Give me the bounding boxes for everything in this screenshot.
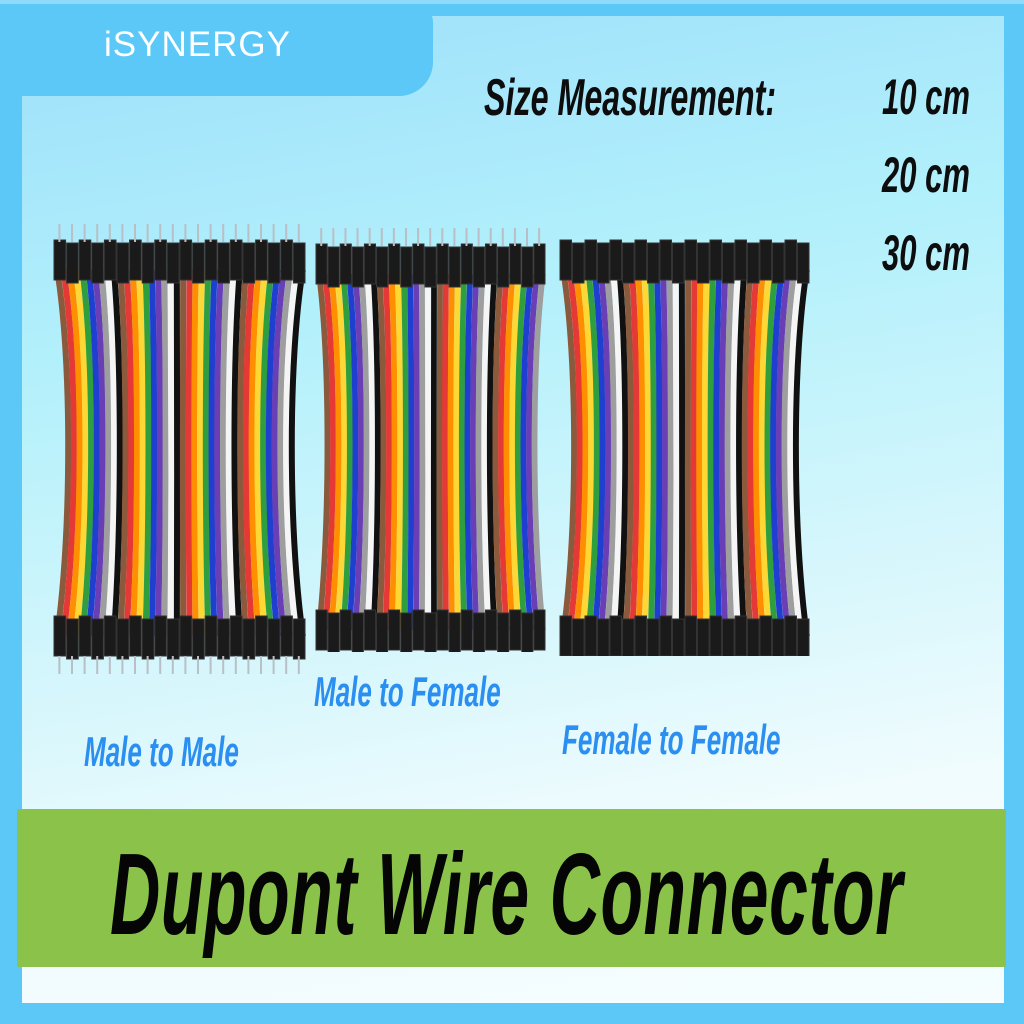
label-male-to-male: Male to Male [84, 728, 239, 775]
size-option-10cm: 10 cm [882, 69, 970, 125]
banner-title: Dupont Wire Connector [110, 829, 903, 959]
size-measurement-label: Size Measurement: [484, 69, 777, 127]
brand-tab-notch [0, 16, 30, 96]
size-option-20cm: 20 cm [882, 147, 970, 203]
label-female-to-female: Female to Female [562, 716, 781, 763]
brand-logo-text: iSYNERGY [104, 25, 291, 64]
frame-bottom-band [0, 1003, 1024, 1024]
frame-top-strip [0, 0, 1024, 4]
wire-bundle-male-to-male [53, 224, 306, 674]
label-male-to-female: Male to Female [314, 668, 501, 715]
wire-bundle-male-to-female [315, 228, 546, 652]
wire-bundle-female-to-female [559, 239, 810, 656]
size-option-30cm: 30 cm [882, 225, 970, 281]
title-banner: Dupont Wire Connector [17, 809, 1006, 967]
brand-tab: iSYNERGY [0, 4, 433, 96]
